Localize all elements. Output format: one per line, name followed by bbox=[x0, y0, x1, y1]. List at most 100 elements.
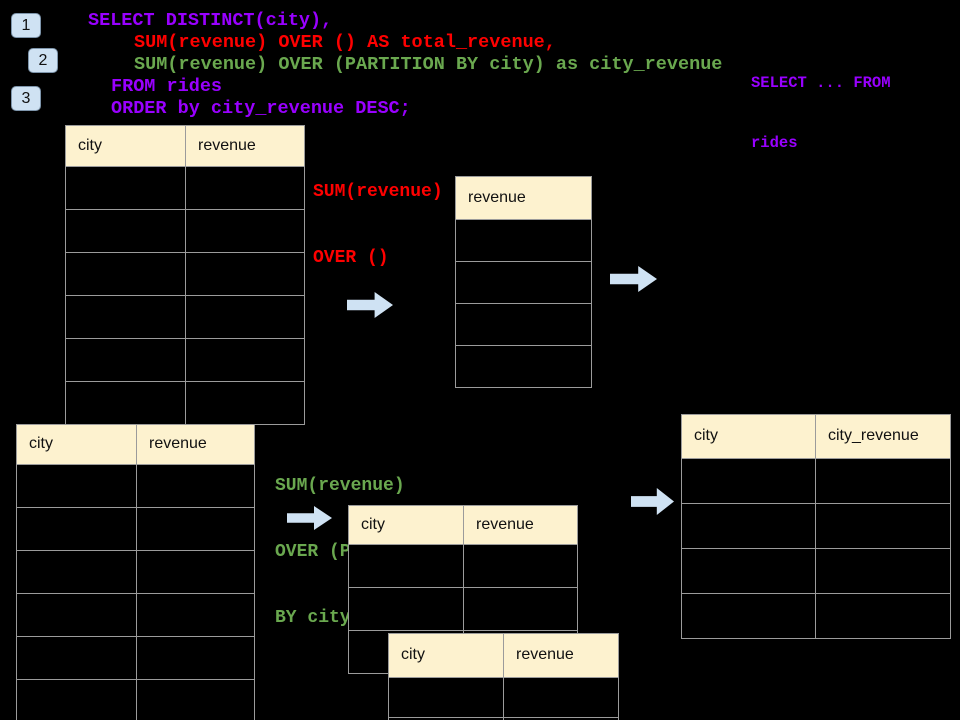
empty-cell bbox=[456, 220, 591, 261]
table-row bbox=[349, 587, 577, 630]
table-row bbox=[17, 636, 254, 679]
table-partition-overlay: city revenue bbox=[388, 633, 619, 720]
table-row bbox=[349, 544, 577, 587]
table-row bbox=[389, 677, 618, 717]
empty-cell bbox=[17, 551, 137, 593]
step-badge-1: 1 bbox=[11, 13, 41, 38]
column-header-revenue: revenue bbox=[468, 189, 526, 206]
sql-line-from: FROM rides bbox=[111, 76, 223, 97]
empty-cell bbox=[682, 504, 816, 548]
table-row bbox=[682, 593, 950, 638]
empty-cell bbox=[17, 594, 137, 636]
step-badge-3: 3 bbox=[11, 86, 41, 111]
column-header-revenue: revenue bbox=[198, 137, 256, 154]
empty-cell bbox=[464, 588, 577, 630]
empty-cell bbox=[682, 594, 816, 638]
table-row bbox=[682, 503, 950, 548]
empty-cell bbox=[389, 678, 504, 717]
empty-cell bbox=[682, 459, 816, 503]
empty-cell bbox=[816, 549, 950, 593]
table-row bbox=[389, 717, 618, 720]
empty-cell bbox=[186, 167, 304, 209]
empty-cell bbox=[17, 465, 137, 507]
table-row bbox=[17, 593, 254, 636]
table-row bbox=[66, 338, 304, 381]
empty-cell bbox=[816, 459, 950, 503]
column-header-city: city bbox=[17, 425, 137, 464]
column-header-city-revenue: city_revenue bbox=[828, 427, 919, 444]
column-header-city: city bbox=[66, 126, 186, 166]
empty-cell bbox=[389, 718, 504, 720]
empty-cell bbox=[682, 549, 816, 593]
empty-cell bbox=[349, 545, 464, 587]
table-total-revenue-result: revenue bbox=[455, 176, 592, 388]
empty-cell bbox=[66, 253, 186, 295]
empty-cell bbox=[186, 296, 304, 338]
annotation-sum-over-total: SUM(revenue) OVER () bbox=[313, 137, 443, 313]
empty-cell bbox=[816, 504, 950, 548]
table-row bbox=[682, 458, 950, 503]
table-header-row: city revenue bbox=[389, 634, 618, 677]
table-source-top: city revenue bbox=[65, 125, 305, 425]
column-header-city: city bbox=[682, 415, 816, 458]
empty-cell bbox=[349, 588, 464, 630]
empty-cell bbox=[504, 678, 618, 717]
empty-cell bbox=[456, 346, 591, 387]
empty-cell bbox=[456, 304, 591, 345]
empty-cell bbox=[66, 339, 186, 381]
table-row bbox=[456, 219, 591, 261]
table-row bbox=[66, 166, 304, 209]
empty-cell bbox=[137, 637, 254, 679]
empty-cell bbox=[456, 262, 591, 303]
column-header-revenue: revenue bbox=[476, 516, 534, 533]
column-header-revenue: revenue bbox=[149, 435, 207, 452]
table-city-revenue-result: city city_revenue bbox=[681, 414, 951, 639]
empty-cell bbox=[186, 210, 304, 252]
empty-cell bbox=[66, 210, 186, 252]
empty-cell bbox=[137, 551, 254, 593]
sql-line-city-revenue: SUM(revenue) OVER (PARTITION BY city) as… bbox=[134, 54, 723, 75]
table-row bbox=[456, 261, 591, 303]
annotation-total-line-2: OVER () bbox=[313, 248, 389, 268]
table-row bbox=[682, 548, 950, 593]
side-note-line-2: rides bbox=[751, 134, 798, 152]
table-header-row: city city_revenue bbox=[682, 415, 950, 458]
table-header-row: revenue bbox=[456, 177, 591, 219]
side-note-line-1: SELECT ... FROM bbox=[751, 74, 891, 92]
empty-cell bbox=[137, 594, 254, 636]
table-row bbox=[66, 381, 304, 424]
table-row bbox=[66, 209, 304, 252]
table-header-row: city revenue bbox=[66, 126, 304, 166]
empty-cell bbox=[186, 382, 304, 424]
table-source-bottom: city revenue bbox=[16, 424, 255, 720]
column-header-revenue: revenue bbox=[516, 646, 574, 663]
column-header-city: city bbox=[349, 506, 464, 544]
table-row bbox=[17, 507, 254, 550]
empty-cell bbox=[137, 465, 254, 507]
empty-cell bbox=[186, 339, 304, 381]
table-row bbox=[456, 303, 591, 345]
table-row bbox=[456, 345, 591, 387]
empty-cell bbox=[66, 167, 186, 209]
sql-line-total-revenue: SUM(revenue) OVER () AS total_revenue, bbox=[134, 32, 556, 53]
empty-cell bbox=[66, 382, 186, 424]
flow-arrow-icon bbox=[631, 488, 674, 515]
table-row bbox=[17, 679, 254, 720]
column-header-city: city bbox=[389, 634, 504, 677]
empty-cell bbox=[464, 545, 577, 587]
table-row bbox=[17, 550, 254, 593]
step-badge-2: 2 bbox=[28, 48, 58, 73]
empty-cell bbox=[17, 637, 137, 679]
annotation-partition-line-1: SUM(revenue) bbox=[275, 476, 405, 496]
empty-cell bbox=[17, 508, 137, 550]
table-header-row: city revenue bbox=[349, 506, 577, 544]
table-row bbox=[66, 295, 304, 338]
empty-cell bbox=[17, 680, 137, 720]
table-row bbox=[66, 252, 304, 295]
table-header-row: city revenue bbox=[17, 425, 254, 464]
sql-line-select: SELECT DISTINCT(city), bbox=[88, 10, 333, 31]
side-note-select-from: SELECT ... FROM rides bbox=[751, 33, 891, 193]
annotation-total-line-1: SUM(revenue) bbox=[313, 182, 443, 202]
sql-line-order: ORDER by city_revenue DESC; bbox=[111, 98, 411, 119]
empty-cell bbox=[66, 296, 186, 338]
